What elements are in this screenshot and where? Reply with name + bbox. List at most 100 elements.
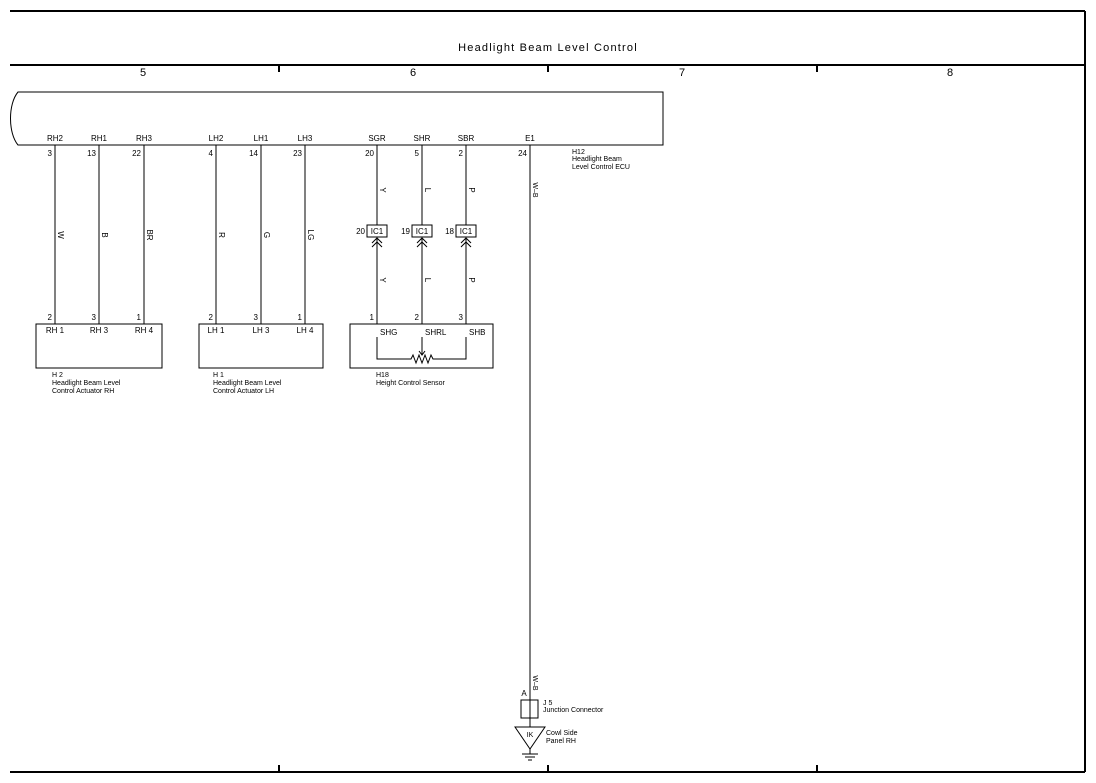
ecu-pin-name: SHR [414,134,431,143]
wire-color-labels: W B BR R G LG Y L P Y L P W–B W–B [56,182,538,691]
sensor-pin-number: 2 [415,313,420,322]
wire-color-label: Y [378,277,387,283]
ecu-pin-number: 20 [365,149,374,158]
actuator-name-line2: Control Actuator LH [213,388,274,395]
connector-box [455,224,477,238]
ground-name-line1: Cowl Side [546,730,578,737]
connector-arrow-icon [416,237,428,248]
actuator-rh-box [35,323,163,369]
wire-color-label: W–B [531,675,538,691]
actuator-pin-name: RH 3 [90,326,109,335]
actuator-pin-name: LH 4 [297,326,314,335]
ecu-pin-number: 4 [209,149,214,158]
actuator-rh: 2 3 1 RH 1 RH 3 RH 4 H 2 Headlight Beam … [35,313,163,395]
wire-color-label: P [467,187,476,192]
sensor-pin-number: 3 [459,313,464,322]
column-number: 5 [140,67,146,79]
connector-label: IC1 [416,227,429,236]
wire-color-label: P [467,277,476,282]
actuator-code: H 1 [213,372,224,379]
ecu-name-line2: Level Control ECU [572,164,630,171]
sensor-pin-name: SHB [469,328,485,337]
actuator-pin-number: 1 [137,313,142,322]
column-number: 8 [947,67,953,79]
wire-color-label: BR [145,229,154,240]
actuator-lh-box [198,323,324,369]
ecu-label: H12 Headlight Beam Level Control ECU [572,149,630,171]
ground-point: IK Cowl Side Panel RH [514,726,578,761]
ecu-pin-name: LH3 [298,134,313,143]
actuator-lh: 2 3 1 LH 1 LH 3 LH 4 H 1 Headlight Beam … [198,313,324,395]
junction-connector: A J 5 Junction Connector [520,689,604,719]
ecu-pin-number: 2 [459,149,464,158]
wire-color-label: LG [306,230,315,241]
ecu-pin-number: 24 [518,149,527,158]
wire-color-label: L [423,188,432,193]
sensor-code: H18 [376,372,389,379]
sensor-box [349,323,494,369]
ecu-pin-number: 22 [132,149,141,158]
actuator-code: H 2 [52,372,63,379]
ecu-pin-name: SBR [458,134,475,143]
actuator-pin-name: RH 1 [46,326,65,335]
ecu-pin-name: E1 [525,134,535,143]
connector-pin: 19 [401,227,410,236]
ecu-box [10,91,664,146]
ecu-pin-name: RH3 [136,134,153,143]
ecu-pin-names: RH2 RH1 RH3 LH2 LH1 LH3 SGR SHR SBR E1 [47,134,535,143]
actuator-pin-name: LH 3 [253,326,270,335]
wiper-arrow-icon [418,337,426,356]
connector-label: IC1 [371,227,384,236]
connector-pin: 20 [356,227,365,236]
actuator-pin-number: 2 [209,313,214,322]
wire-color-label: B [100,232,109,237]
ecu-pin-number: 5 [415,149,420,158]
ecu-pin-number: 23 [293,149,302,158]
ecu-pin-number: 13 [87,149,96,158]
height-control-sensor: 1 2 3 SHG SHRL SHB H18 Height Control Se… [349,313,494,387]
column-number: 6 [410,67,416,79]
wires [54,145,531,727]
actuator-name-line1: Headlight Beam Level [52,380,121,387]
sensor-pin-number: 1 [370,313,375,322]
ecu-pin-name: RH1 [91,134,108,143]
actuator-name-line2: Control Actuator RH [52,388,114,395]
ecu-pin-name: SGR [368,134,386,143]
actuator-pin-number: 2 [48,313,53,322]
ground-code: IK [527,732,534,739]
wire-color-label: G [262,232,271,238]
actuator-pin-name: LH 1 [208,326,225,335]
connector-label: IC1 [460,227,473,236]
ecu-code: H12 [572,149,585,156]
ecu-pin-number: 14 [249,149,258,158]
wire-color-label: W [56,231,65,239]
connector-arrow-icon [460,237,472,248]
wire-color-label: Y [378,187,387,193]
column-number: 7 [679,67,685,79]
ecu-pin-numbers: 3 13 22 4 14 23 20 5 2 24 [48,149,528,158]
wire-color-label: R [217,232,226,238]
sensor-pin-name: SHG [380,328,397,337]
ecu-pin-name: RH2 [47,134,64,143]
ic1-connectors: IC1 IC1 IC1 20 19 18 [356,224,477,248]
actuator-name-line1: Headlight Beam Level [213,380,282,387]
connector-pin: 18 [445,227,454,236]
junction-code: J 5 [543,700,552,707]
column-numbers: 5 6 7 8 [140,67,953,79]
ecu-pin-name: LH1 [254,134,269,143]
ecu-name-line1: Headlight Beam [572,156,622,163]
actuator-pin-number: 3 [254,313,259,322]
actuator-pin-number: 3 [92,313,97,322]
actuator-pin-number: 1 [298,313,303,322]
junction-name: Junction Connector [543,707,604,714]
potentiometer-icon [376,337,467,365]
connector-box [366,224,388,238]
sensor-name: Height Control Sensor [376,380,446,387]
ground-triangle-icon [514,726,546,750]
junction-pin: A [521,689,527,698]
sensor-pin-name: SHRL [425,328,447,337]
actuator-pin-name: RH 4 [135,326,154,335]
ground-name-line2: Panel RH [546,738,576,745]
diagram-frame [10,10,1086,773]
